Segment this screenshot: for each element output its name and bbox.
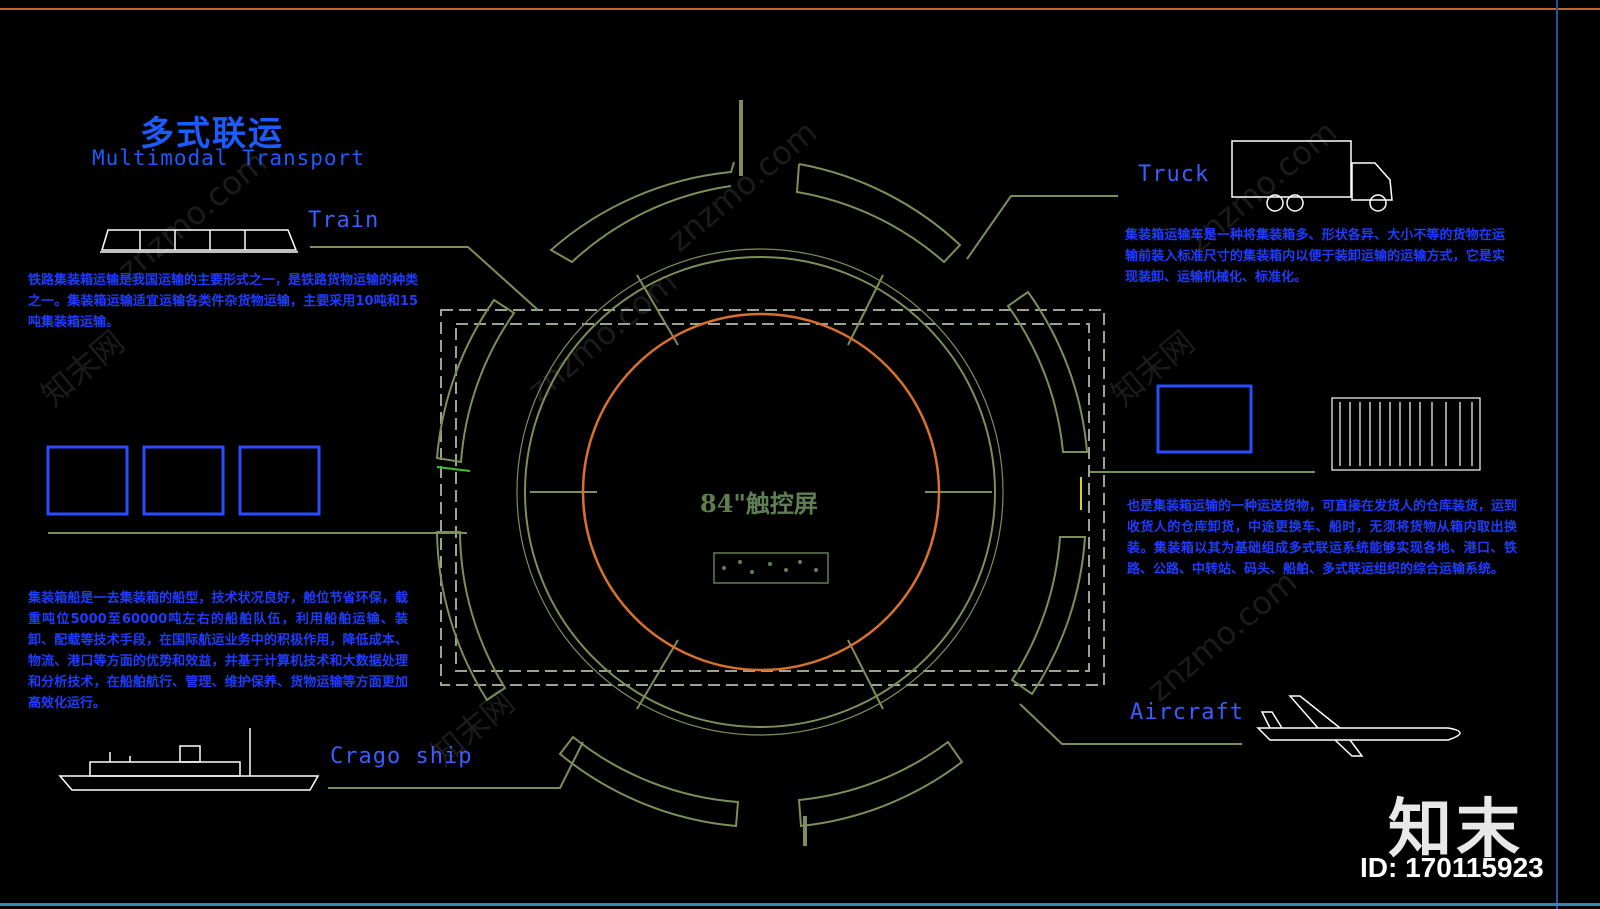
title-english: Multimodal Transport — [92, 146, 365, 170]
title-chinese: 多式联运 — [140, 114, 284, 154]
outer-circle — [524, 256, 996, 728]
image-box-3 — [238, 445, 321, 516]
leader-aircraft — [1019, 703, 1242, 745]
label-truck: Truck — [1138, 162, 1210, 187]
label-train: Train — [308, 208, 380, 233]
train-icon — [100, 229, 298, 253]
touch-screen-label: 84"触控屏 — [700, 489, 818, 518]
inner-dashed-frame — [455, 323, 1090, 672]
arc-panel-right-low — [1010, 536, 1087, 696]
site-logo: 知末 — [1388, 793, 1524, 867]
arc-panel-left-low — [435, 531, 507, 702]
image-box-right — [1156, 384, 1253, 454]
leader-train — [310, 246, 539, 311]
paragraph-ship: 集装箱船是一去集装箱的船型，技术状况良好，舱位节省环保，载重吨位5000至600… — [28, 591, 408, 711]
paragraph-container: 也是集装箱运输的一种运送货物，可直接在发货人的仓库装货，运到收货人的仓库卸货，中… — [1127, 499, 1518, 577]
paragraph-truck: 集装箱运输车是一种将集装箱多、形状各异、大小不等的货物在运输前装入标准尺寸的集装… — [1125, 228, 1505, 285]
frame-bottom-border — [0, 903, 1600, 906]
spoke — [636, 639, 679, 710]
spoke — [847, 274, 884, 346]
aircraft-icon — [1256, 695, 1461, 757]
outer-circle-edge — [516, 248, 1004, 736]
image-box-1 — [46, 445, 129, 516]
outer-dashed-frame — [440, 309, 1105, 686]
frame-right-border — [1556, 0, 1558, 909]
spoke — [847, 639, 884, 710]
spoke — [636, 274, 679, 346]
touch-screen-circle — [581, 312, 941, 672]
frame-top-border — [0, 8, 1600, 10]
arc-panel-top-left — [549, 161, 735, 264]
paragraph-train: 铁路集装箱运输是我国运输的主要形式之一，是铁路货物运输的种类之一。集装箱运输适宜… — [28, 273, 419, 330]
label-aircraft: Aircraft — [1130, 700, 1244, 725]
image-box-2 — [142, 445, 225, 516]
screen-sub-dots — [722, 560, 818, 574]
arc-panel-left — [435, 298, 516, 464]
arc-panel-right — [1006, 290, 1089, 453]
leader-truck — [966, 195, 1118, 260]
container-icon — [1331, 397, 1481, 471]
ship-icon — [58, 728, 320, 791]
image-id: ID: 170115923 — [1360, 852, 1544, 883]
label-cargo-ship: Crago ship — [330, 744, 473, 769]
arc-panel-bottom-left — [558, 735, 740, 828]
arc-panel-top-right — [795, 163, 962, 264]
leader-ship — [328, 741, 584, 789]
green-marker — [436, 466, 471, 472]
truck-icon — [1231, 140, 1393, 212]
arc-panel-bottom-right — [797, 740, 964, 828]
screen-sub-box — [713, 552, 829, 584]
